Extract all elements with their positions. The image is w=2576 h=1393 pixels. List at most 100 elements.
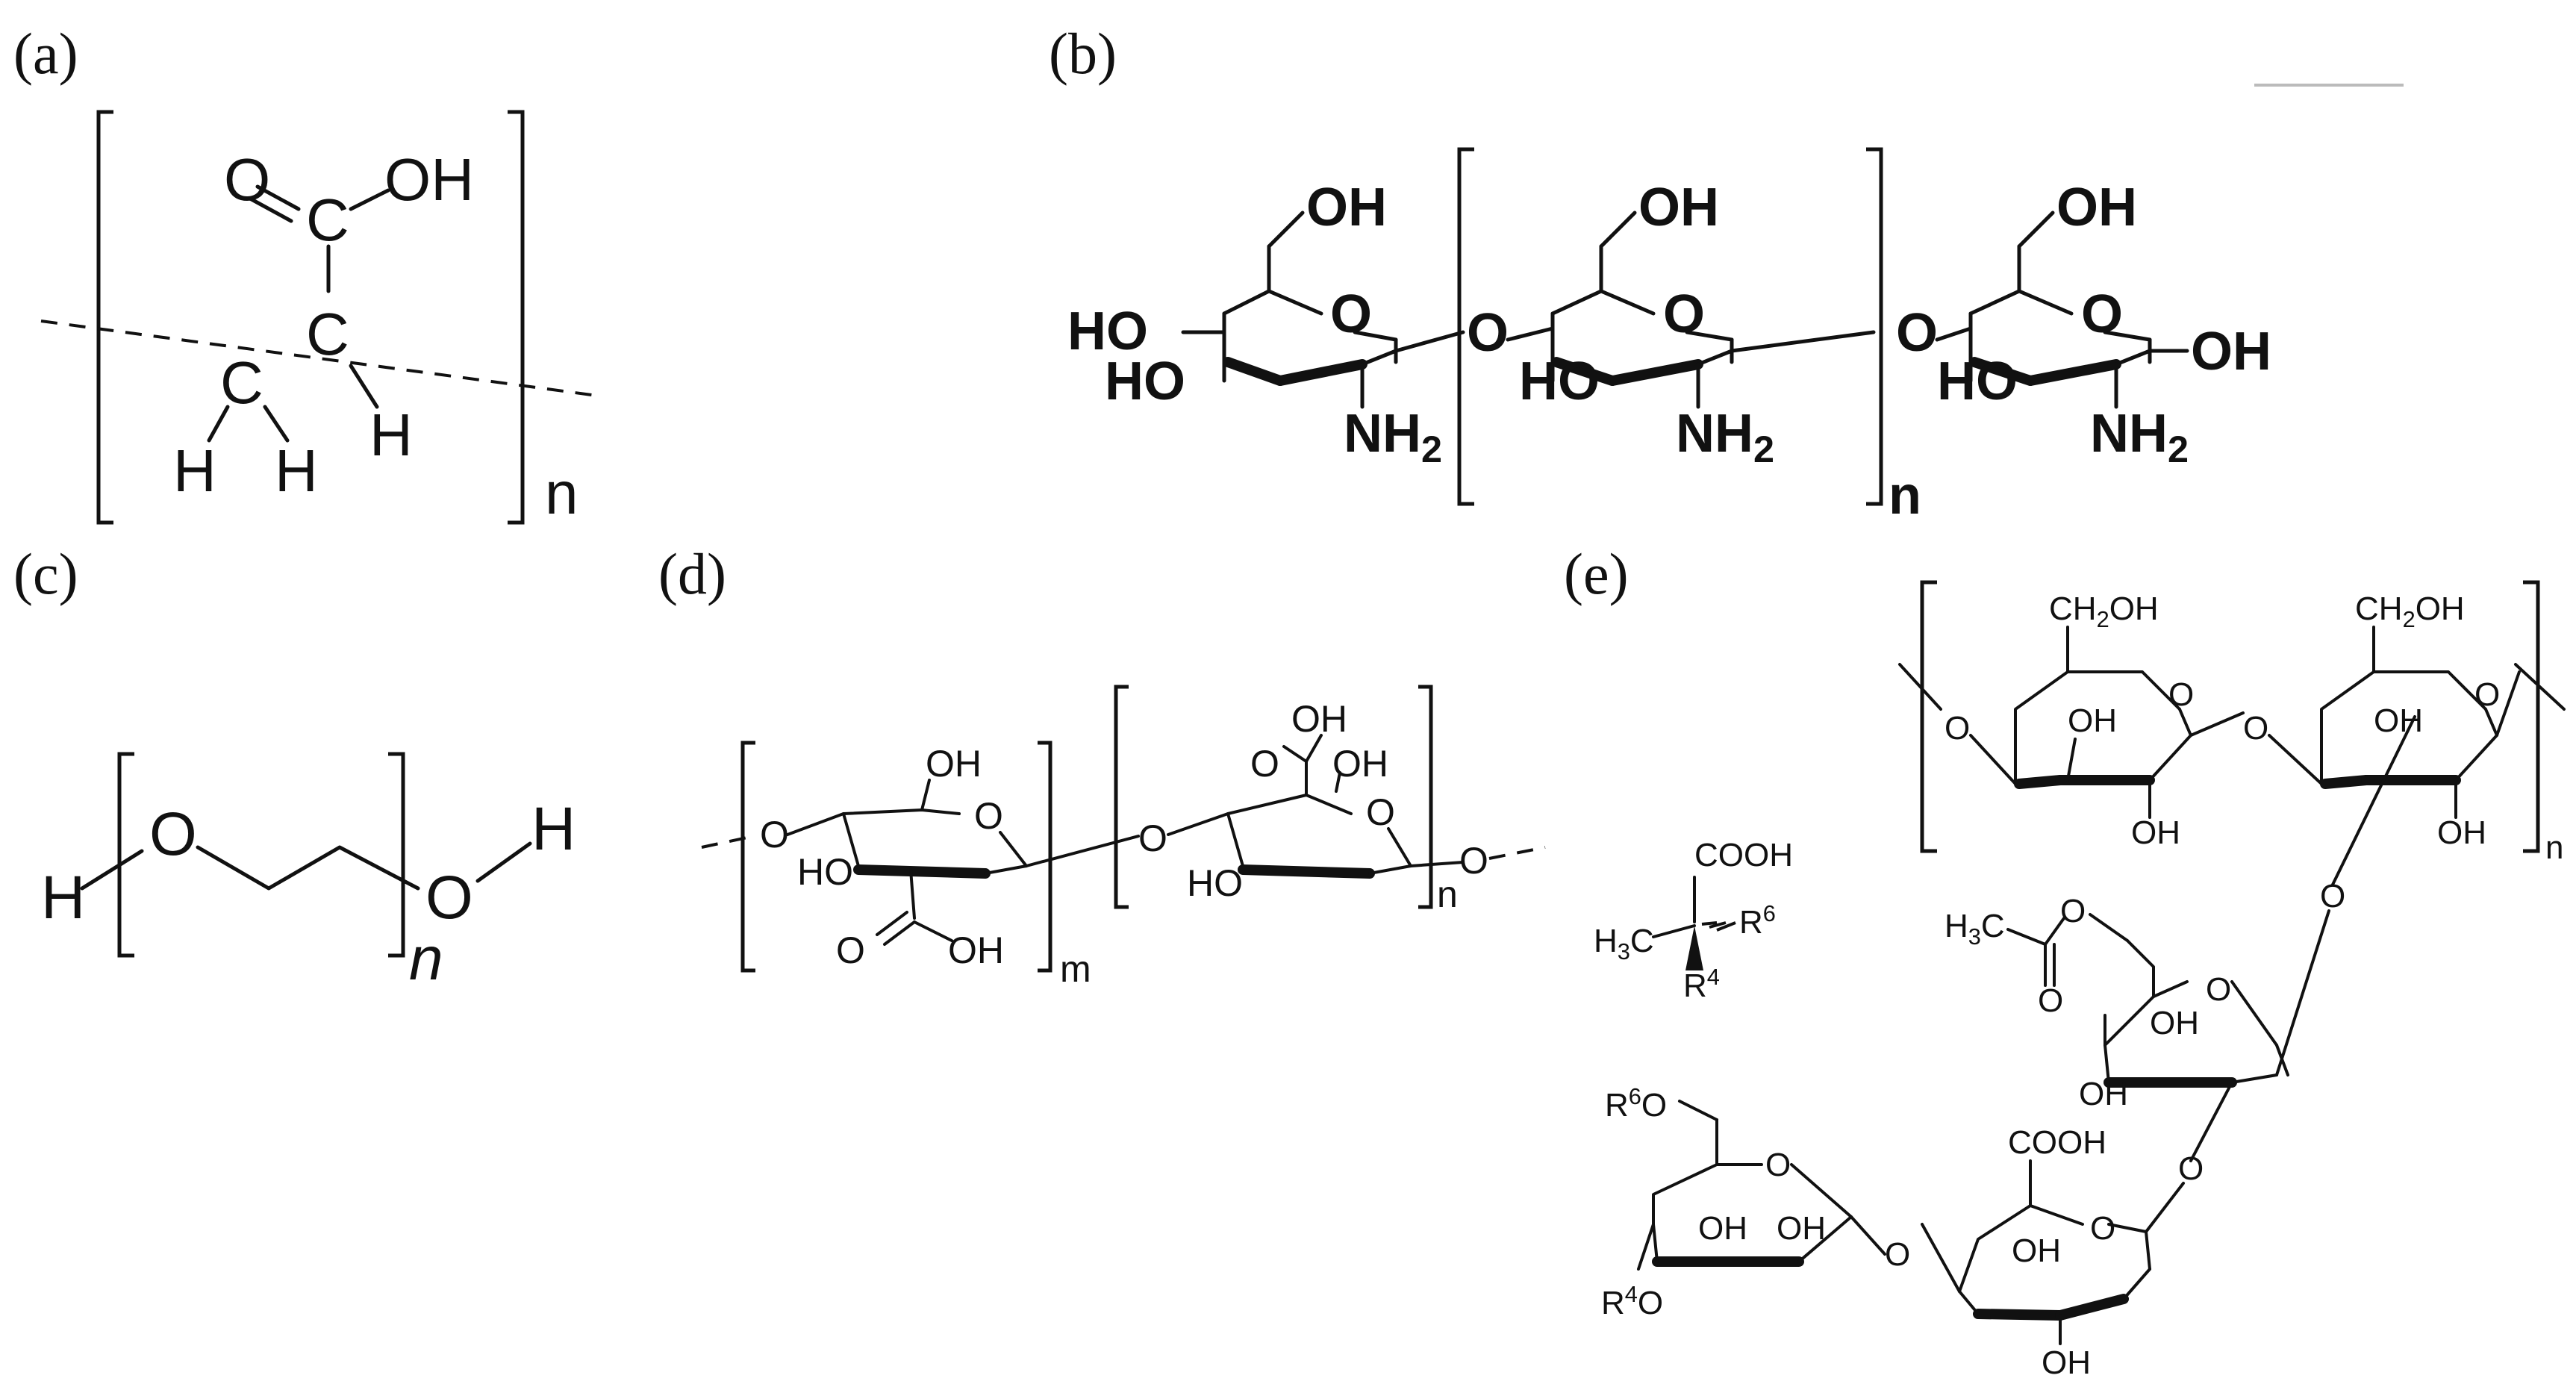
- atom-h: H: [369, 402, 413, 468]
- chain-dashed-bond-left: [701, 835, 755, 849]
- atom-oh: OH: [2068, 702, 2117, 739]
- chain-bond-right: [2514, 663, 2566, 711]
- c4-o-bond: [1637, 1223, 1655, 1271]
- hashed-wedge-bond: [1709, 921, 1727, 929]
- atom-o: O: [2038, 982, 2063, 1019]
- ch-bond-1: [207, 405, 230, 443]
- atom-r6o: R6O: [1605, 1083, 1667, 1124]
- atom-oh: OH: [926, 743, 982, 785]
- c-oh-bond: [349, 188, 390, 211]
- atom-ho: HO: [797, 851, 853, 893]
- glycosidic-bond: [1025, 835, 1140, 867]
- repeat-index-n: n: [2545, 829, 2563, 866]
- branch-bond: [2331, 715, 2416, 886]
- c-o-bond: [2044, 917, 2065, 946]
- panel-label-d: (d): [658, 541, 726, 606]
- co-bond: [1282, 745, 1308, 763]
- atom-oh: OH: [2374, 702, 2423, 739]
- ring-o-bond: [2230, 980, 2278, 1047]
- atom-o: O: [2178, 1150, 2204, 1187]
- glucosamine-unit-2: OH O HO NH2: [1506, 178, 1876, 470]
- atom-ring-o: O: [1663, 284, 1705, 344]
- ring-side-bond: [842, 812, 860, 867]
- atom-ring-o: O: [2090, 1210, 2115, 1247]
- atom-c: C: [306, 187, 349, 253]
- atom-ho: HO: [1105, 352, 1185, 411]
- atom-h: H: [275, 437, 318, 504]
- atom-ch2oh: CH2OH: [2049, 590, 2159, 632]
- o-c4-bond: [786, 812, 845, 836]
- atom-ho: HO: [1937, 352, 2018, 411]
- branch-bond: [2275, 909, 2330, 1076]
- panel-label-a: (a): [13, 21, 78, 86]
- atom-o: O: [2320, 878, 2345, 914]
- atom-ring-o: O: [974, 795, 1003, 837]
- ring-c1-bond: [2145, 1230, 2151, 1271]
- c-h-bond: [349, 364, 379, 409]
- bracket-left: [1920, 580, 1937, 853]
- atom-oh: OH: [1777, 1210, 1826, 1247]
- atom-ring-o: O: [1366, 791, 1395, 833]
- glucosamine-unit-1: OH O HO HO NH2: [1067, 178, 1465, 470]
- chain-bond-left: [1898, 663, 1942, 711]
- atom-ring-o: O: [1765, 1147, 1791, 1183]
- scan-speck: [2254, 84, 2404, 87]
- hashed-wedge-bond: [1701, 921, 1718, 926]
- atom-oh: OH: [2079, 1076, 2128, 1112]
- ring-front-bold-bond: [1973, 1309, 2065, 1321]
- ring-o-bond: [999, 831, 1028, 867]
- glycosidic-bond: [2189, 711, 2245, 737]
- c5-cooh-bond: [909, 868, 916, 920]
- ring-front-bold-bond: [2014, 775, 2065, 789]
- atom-oh: OH: [384, 146, 474, 213]
- panel-a: (a) O C OH C C H H H n: [13, 21, 598, 526]
- glycosidic-bond: [2145, 1182, 2185, 1233]
- atom-o: O: [149, 800, 197, 868]
- panel-e: (e) O CH2OH O OH OH O: [1564, 541, 2566, 1381]
- bracket-left-m: [740, 741, 755, 973]
- glycosidic-bond: [1394, 330, 1465, 353]
- atom-h: H: [173, 437, 216, 504]
- ring-side-bond: [2103, 1044, 2110, 1084]
- ring-back-bonds: [1550, 289, 1656, 316]
- bracket-right: [2523, 580, 2540, 853]
- c-oh-bond: [1335, 771, 1341, 793]
- atom-o: O: [224, 146, 270, 213]
- chain-exit-bond: [2495, 670, 2521, 737]
- repeat-index-n: n: [1889, 466, 1921, 526]
- atom-oh: OH: [2131, 814, 2180, 851]
- ring-o-bond: [2103, 330, 2152, 342]
- o-c6-bond: [1678, 1100, 1718, 1121]
- ring-c1-bond: [1368, 864, 1412, 875]
- atom-oh: OH: [2042, 1344, 2091, 1381]
- ethylene-chain-bonds: [196, 845, 420, 891]
- ring-back-bonds: [1222, 289, 1323, 316]
- bracket-right: [508, 110, 525, 525]
- c-oh-bond: [913, 920, 953, 942]
- ring-c1-bond: [2454, 734, 2498, 782]
- atom-oh: OH: [2191, 322, 2271, 381]
- panel-d: (d) O OH O HO O OH m O: [658, 541, 1546, 990]
- bracket-left: [96, 110, 113, 525]
- c-oh-bond: [920, 779, 931, 811]
- panel-label-b: (b): [1049, 21, 1117, 86]
- panel-label-e: (e): [1564, 541, 1629, 606]
- branch-glucuronic-acid: COOH O OH OH: [1958, 1124, 2151, 1381]
- branch-mannose: O OH OH: [2079, 939, 2289, 1162]
- o-c4-bond: [1969, 734, 2017, 785]
- c6-oh-bond: [1599, 211, 1637, 249]
- ring-c1-front-bond: [1797, 1215, 1853, 1263]
- ring-front-bond: [1696, 349, 1734, 367]
- hashed-wedge-bond: [1716, 921, 1736, 932]
- c6-oh-bond: [2017, 211, 2055, 249]
- ring-back-bonds: [842, 808, 961, 815]
- ring-front-bold-bond: [1607, 359, 1703, 386]
- bracket-right: [1866, 147, 1883, 506]
- atom-r4o: R4O: [1601, 1281, 1663, 1321]
- bracket-right-m: [1038, 741, 1052, 973]
- ring-front-bond: [2114, 349, 2152, 367]
- glycosidic-bond: [1730, 330, 1876, 353]
- o-h-bond: [475, 841, 532, 883]
